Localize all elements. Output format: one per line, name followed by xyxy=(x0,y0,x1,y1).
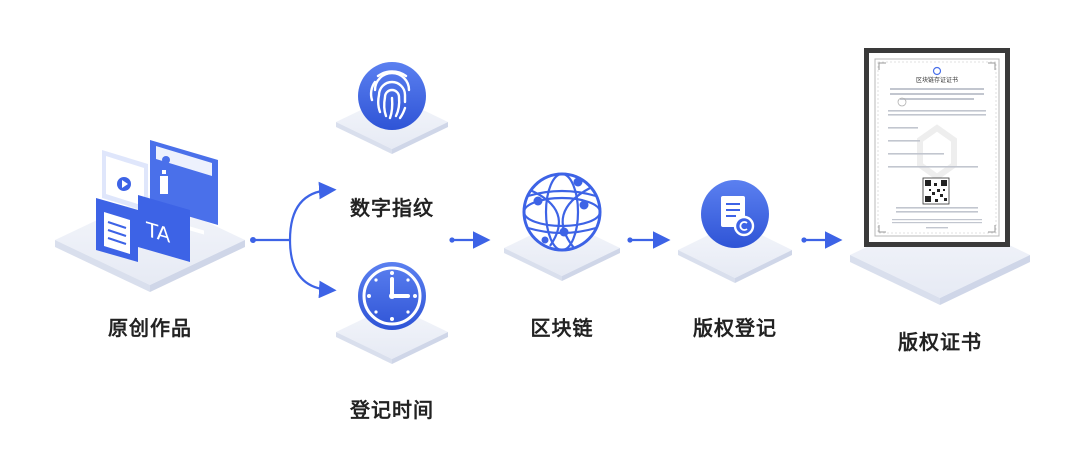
label-original-work: 原创作品 xyxy=(108,316,192,340)
connector-original-to-split xyxy=(252,181,337,299)
globe-network-icon xyxy=(522,172,602,252)
label-copyright-registration: 版权登记 xyxy=(693,316,777,340)
fingerprint-icon xyxy=(358,62,426,130)
clock-icon xyxy=(358,262,426,330)
label-copyright-certificate: 版权证书 xyxy=(898,330,982,354)
certificate-icon xyxy=(864,48,1010,247)
label-digital-fingerprint: 数字指纹 xyxy=(350,196,434,220)
platform-clock xyxy=(336,305,448,364)
copyright-document-icon xyxy=(701,180,769,248)
platform-registration xyxy=(678,222,792,283)
arrow-to-registration xyxy=(627,231,671,249)
connector-dot xyxy=(250,237,256,243)
document-image-icon: TA xyxy=(96,140,218,262)
label-blockchain: 区块链 xyxy=(530,316,594,340)
certificate-title: 区块链存证证书 xyxy=(916,76,958,84)
arrow-to-certificate xyxy=(801,231,843,249)
label-registration-time: 登记时间 xyxy=(350,398,434,422)
arrow-to-blockchain xyxy=(449,231,491,249)
qr-code xyxy=(922,177,950,205)
